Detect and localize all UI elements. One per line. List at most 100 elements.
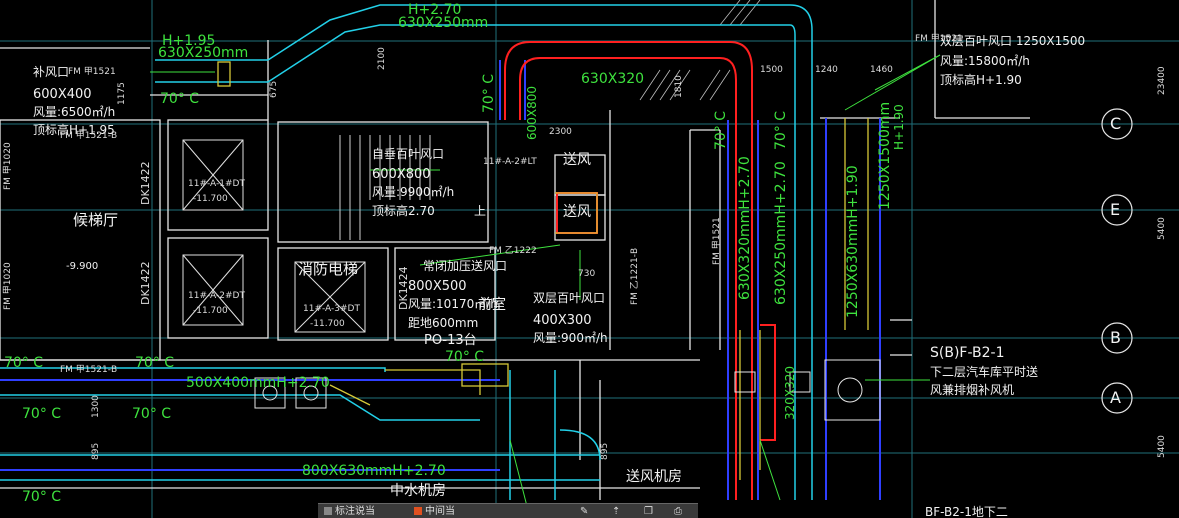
- label-lt-tag: 11#-A-2#LT: [483, 157, 537, 167]
- bottom-taskbar: 标注说当 中间当 ✎ ⇡ ❐ ⎙: [318, 503, 698, 518]
- label-fm-1020-a: FM 甲1020: [3, 142, 13, 190]
- label-duct-320x320: 320X320: [783, 365, 797, 420]
- label-dim-2100: 2100: [377, 47, 387, 70]
- label-bf-tag: BF-B2-1地下二: [925, 505, 1008, 518]
- label-dt2-elev: -11.700: [193, 306, 228, 316]
- label-duct-630x250-h270: 630X250mmH+2.70: [773, 161, 789, 305]
- label-duct-630x320: 630X320: [581, 71, 645, 87]
- label-dt3-elev: -11.700: [310, 319, 345, 329]
- label-dim-730: 730: [578, 269, 596, 279]
- hatching: [639, 0, 761, 101]
- label-temp-70-j: 70° C: [22, 489, 62, 505]
- label-supply-fan-room: 送风机房: [626, 469, 682, 485]
- label-temp-70-g: 70° C: [445, 349, 485, 365]
- axis-label-E: E: [1110, 200, 1121, 219]
- ducts-yellow: [217, 61, 869, 480]
- label-airflow-900: 风量:900㎡/h: [533, 331, 608, 345]
- label-dim-1175: 1175: [117, 82, 127, 105]
- label-dk1422-a: DK1422: [139, 161, 152, 205]
- print-icon[interactable]: ⎙: [674, 506, 682, 517]
- label-duct-630x250-b: 630X250mm: [158, 45, 249, 61]
- label-supply-b: 送风: [563, 204, 591, 220]
- label-dim-895-b: 895: [600, 442, 610, 460]
- label-temp-70-e: 70° C: [4, 355, 44, 371]
- label-fm-z1221: FM 乙1221-B: [630, 247, 640, 305]
- label-fm-z1222: FM 乙1222: [489, 246, 537, 256]
- label-vent-800x500: 800X500: [408, 279, 467, 294]
- label-elevator-hall: 候梯厅: [73, 211, 119, 229]
- doc-icon-orange: [414, 507, 422, 515]
- label-dim-1810: 1810: [674, 75, 684, 98]
- label-dim-1240: 1240: [815, 65, 838, 75]
- label-duct-500x400: 500X400mmH+2.70: [186, 375, 330, 391]
- label-dim-1300: 1300: [91, 395, 101, 418]
- ducts-blue: [0, 60, 881, 500]
- axis-label-C: C: [1110, 114, 1122, 133]
- label-fm-1521-b: FM 甲1521: [712, 217, 722, 265]
- label-shang: 上: [474, 204, 487, 218]
- label-airflow-15800: 风量:15800㎡/h: [940, 54, 1030, 68]
- taskbar-item-1[interactable]: 标注说当: [324, 505, 375, 518]
- label-bottom-height-600: 距地600mm: [408, 316, 479, 330]
- elevator-shafts: [182, 139, 366, 333]
- label-temp-70-h: 70° C: [22, 406, 62, 422]
- label-double-louver-title: 双层百叶风口 1250X1500: [940, 34, 1086, 48]
- label-h-2-70-top: H+2.70: [408, 2, 462, 18]
- label-top-elev-2-70: 顶标高2.70: [372, 204, 435, 218]
- label-vent-600x400: 600X400: [33, 87, 92, 102]
- label-supply-a: 送风: [563, 152, 591, 168]
- label-dim-895: 895: [91, 442, 101, 460]
- pencil-icon[interactable]: ✎: [580, 506, 589, 517]
- label-top-elev-1-95: 顶标高H+1.95: [33, 123, 115, 137]
- label-dim-23400: 23400: [1157, 66, 1167, 95]
- label-makeup-vent: 补风口: [33, 65, 70, 79]
- label-duct-1250x1500: 1250X1500mm: [877, 101, 893, 210]
- label-dim-5400-b: 5400: [1157, 435, 1167, 458]
- equipment: [254, 359, 881, 421]
- label-airflow-6500: 风量:6500㎡/h: [33, 105, 116, 119]
- doc-icon: [324, 507, 332, 515]
- label-duct-1250x630-h190: 1250X630mmH+1.90: [845, 165, 861, 318]
- label-dt1-elev: -11.700: [193, 194, 228, 204]
- label-temp-70-b: 70° C: [481, 73, 497, 113]
- label-elev-neg-9-900: -9.900: [66, 261, 99, 272]
- label-h-1-95: H+1.95: [162, 33, 216, 49]
- label-duct-600x800: 600X800: [525, 85, 539, 140]
- label-duct-800x630: 800X630mmH+2.70: [302, 463, 446, 479]
- label-fm-1521-left: FM 甲1521-B: [60, 131, 118, 141]
- stairs: [339, 135, 431, 240]
- label-fan-tag: S(B)F-B2-1: [930, 345, 1005, 361]
- label-front-room: 前室: [478, 297, 506, 313]
- copy-icon[interactable]: ❐: [644, 506, 653, 517]
- label-dt3: 11#-A-3#DT: [303, 304, 360, 314]
- label-fm-top-right: FM 甲1521: [915, 34, 963, 44]
- taskbar-item-2[interactable]: 中间当: [414, 505, 455, 518]
- label-self-louver: 自垂百叶风口: [372, 147, 445, 161]
- label-zhongshui-room: 中水机房: [390, 483, 446, 499]
- label-vent-600x800: 600X800: [372, 167, 431, 182]
- label-vent-400x300: 400X300: [533, 313, 592, 328]
- label-fan-desc-1: 下二层汽车库平时送: [930, 365, 1039, 379]
- label-temp-70-c: 70° C: [713, 110, 729, 150]
- label-temp-70-i: 70° C: [132, 406, 172, 422]
- label-dt2: 11#-A-2#DT: [188, 291, 245, 301]
- ducts-red: [504, 41, 776, 500]
- label-temp-70-f: 70° C: [135, 355, 175, 371]
- axis-label-A: A: [1110, 388, 1121, 407]
- label-duct-630x320-h270: 630X320mmH+2.70: [737, 156, 753, 300]
- label-airflow-10170: 风量:10170㎡/h: [408, 297, 498, 311]
- label-temp-70-d: 70° C: [773, 110, 789, 150]
- label-airflow-9900: 风量:9900㎡/h: [372, 185, 455, 199]
- label-dt1: 11#-A-1#DT: [188, 179, 245, 189]
- axis-bubbles: [1101, 108, 1133, 414]
- arrow-up-icon[interactable]: ⇡: [612, 506, 621, 517]
- label-dim-1500: 1500: [760, 65, 783, 75]
- label-pressure-vent: 常闭加压送风口: [423, 259, 508, 273]
- label-dim-2300: 2300: [549, 127, 572, 137]
- label-dk1422-b: DK1422: [139, 261, 152, 305]
- label-temp-70-a: 70° C: [160, 91, 200, 107]
- axis-label-B: B: [1110, 328, 1121, 347]
- label-po-13: PO-13台: [424, 333, 477, 348]
